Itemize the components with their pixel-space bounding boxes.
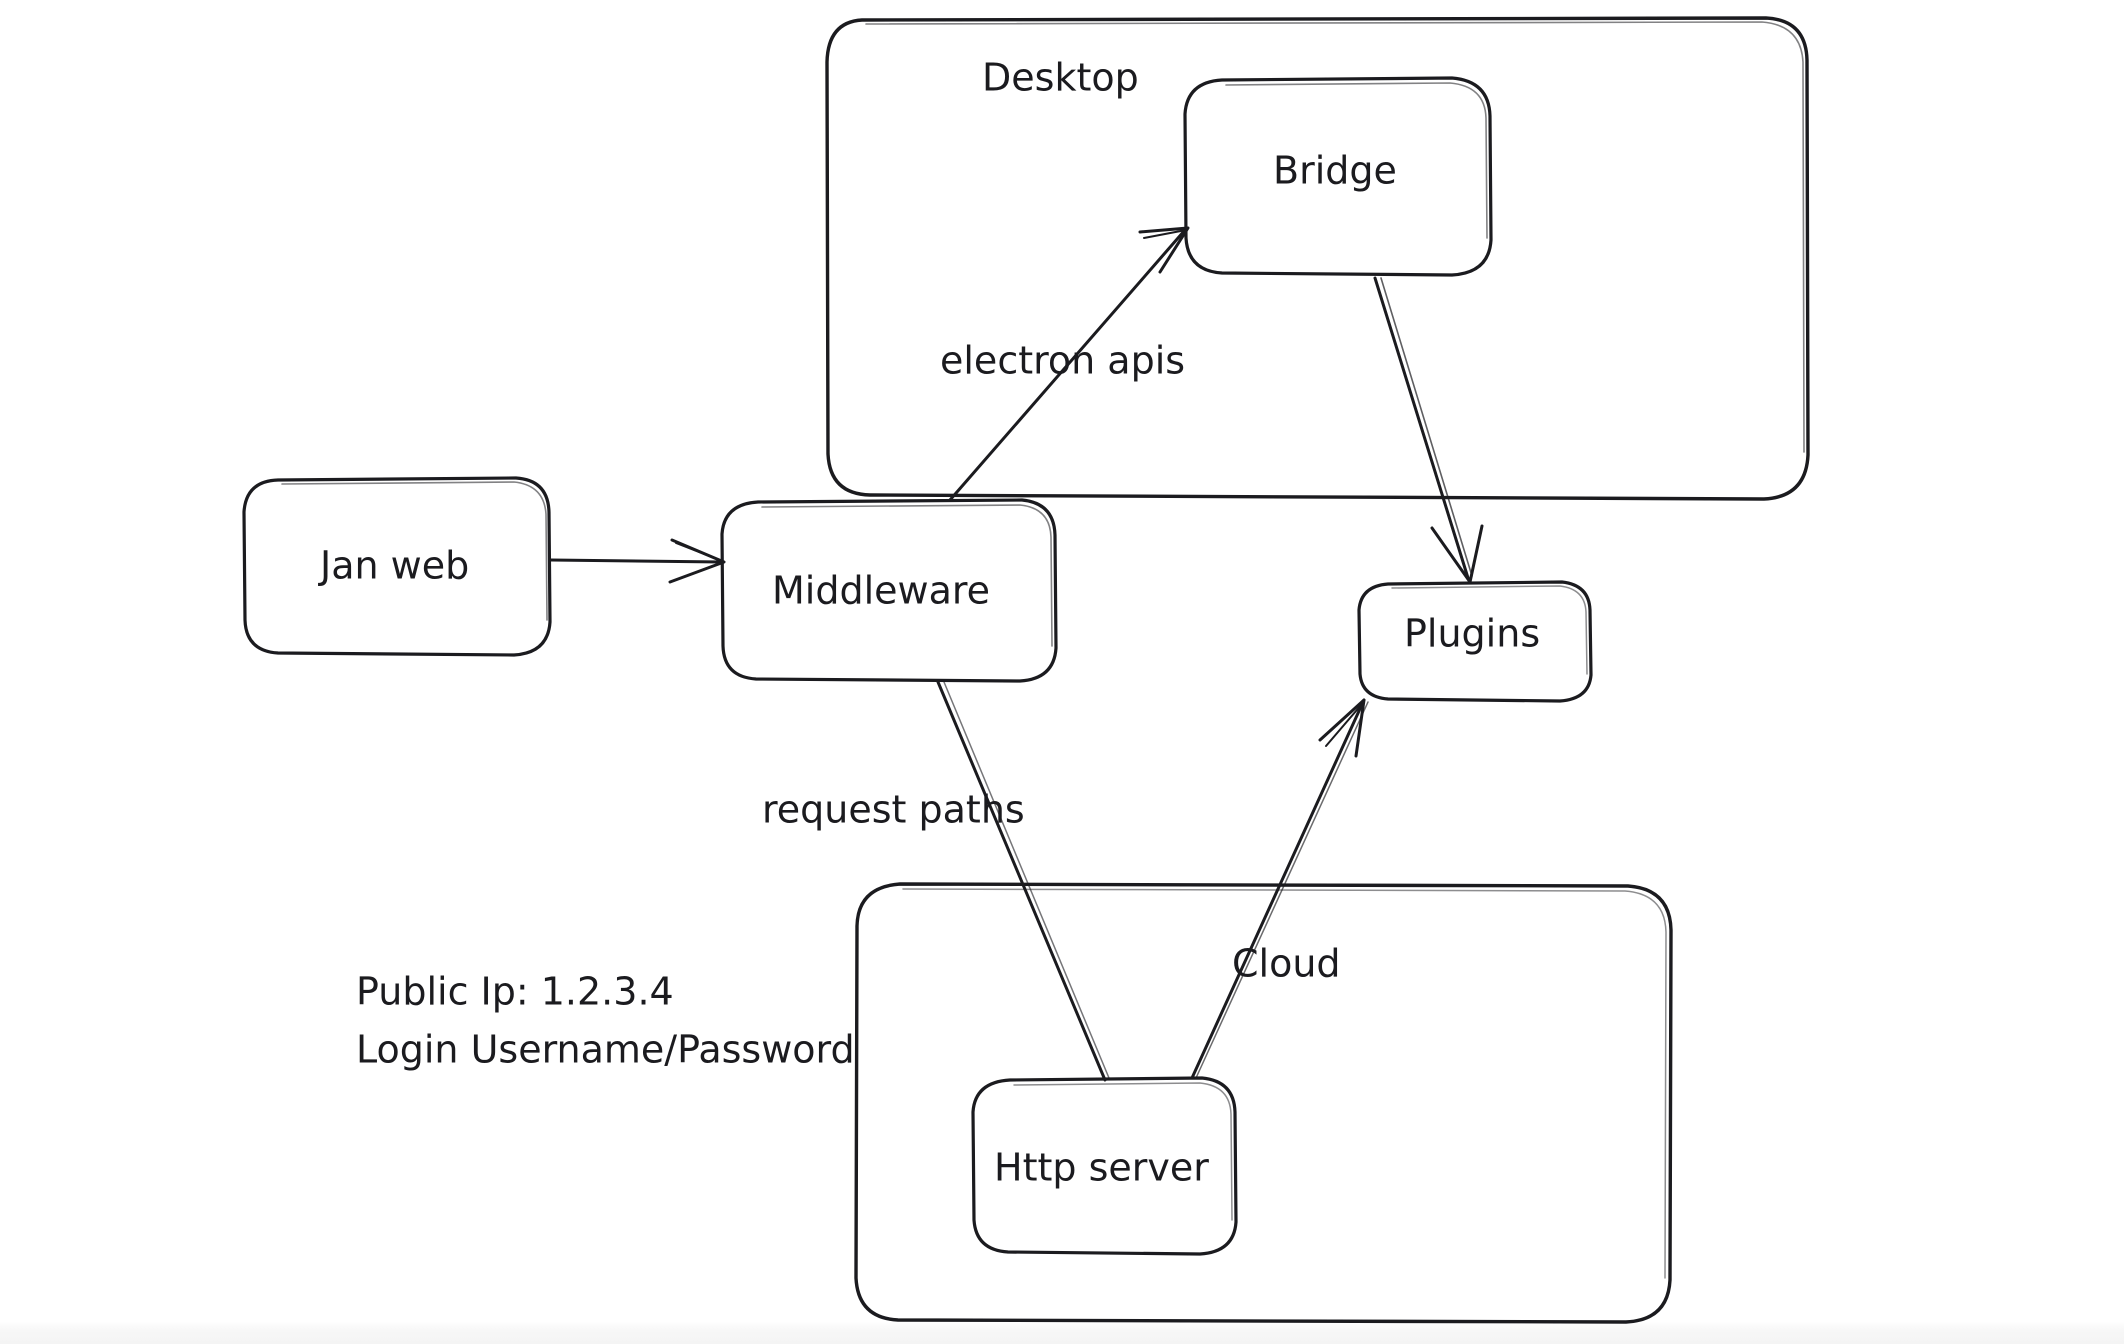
edge-httpserver-plugins-arrowhead	[1318, 698, 1366, 758]
node-plugins-label: Plugins	[1404, 612, 1540, 656]
edge-httpserver-plugins-arrowhead-sketch	[1325, 703, 1363, 747]
edge-bridge-plugins-arrowhead	[1430, 524, 1484, 584]
node-http-server-label: Http server	[994, 1146, 1209, 1190]
edge-httpserver-plugins-line-sketch	[1195, 701, 1369, 1079]
node-jan-web-hit[interactable]	[244, 478, 550, 656]
note-line-public-ip: Public Ip: 1.2.3.4	[356, 970, 674, 1014]
group-desktop-outline	[825, 16, 1810, 501]
node-middleware-hit[interactable]	[722, 500, 1056, 682]
edge-bridge-plugins-line	[1373, 276, 1470, 580]
node-middleware[interactable]: Middleware	[720, 498, 1058, 683]
node-jan-web-outline	[242, 476, 552, 657]
group-desktop[interactable]: Desktop	[825, 16, 1810, 501]
edge-httpserver-plugins-line	[1190, 698, 1366, 1080]
node-jan-web-outline-sketch	[281, 481, 548, 621]
edge-middleware-bridge-arrowhead-sketch	[1143, 229, 1187, 239]
node-bridge-outline	[1183, 76, 1493, 277]
node-bridge-hit[interactable]	[1185, 78, 1491, 276]
node-http-server-outline-sketch	[1013, 1082, 1233, 1221]
edge-label-request-paths: request paths	[762, 788, 1025, 832]
note-line-login: Login Username/Password	[356, 1028, 855, 1072]
node-middleware-outline-sketch	[761, 504, 1053, 647]
node-jan-web-label: Jan web	[318, 544, 469, 588]
edge-middleware-httpserver-line	[936, 680, 1107, 1082]
node-bridge[interactable]: Bridge	[1183, 76, 1493, 277]
node-middleware-label: Middleware	[772, 569, 990, 613]
group-desktop-outline-sketch	[865, 21, 1805, 453]
edge-middleware-bridge-line	[948, 228, 1187, 502]
note-public-ip[interactable]: Public Ip: 1.2.3.4 Login Username/Passwo…	[356, 970, 855, 1072]
node-http-server-outline	[971, 1076, 1238, 1256]
node-jan-web[interactable]: Jan web	[242, 476, 552, 657]
group-cloud-outline-sketch	[902, 888, 1667, 1279]
edge-middleware-httpserver-line-sketch	[943, 681, 1110, 1079]
node-bridge-label: Bridge	[1273, 149, 1397, 193]
edge-middleware-httpserver[interactable]: request paths	[762, 680, 1110, 1082]
edge-httpserver-plugins[interactable]: Cloud	[1190, 698, 1369, 1080]
group-cloud-outline	[854, 882, 1673, 1324]
edge-label-electron-apis: electron apis	[940, 339, 1185, 383]
edge-janweb-middleware-line	[549, 558, 724, 564]
edge-middleware-bridge[interactable]: electron apis	[940, 226, 1190, 502]
edge-janweb-middleware-arrowhead-sketch	[675, 542, 723, 562]
node-plugins-hit[interactable]	[1359, 582, 1591, 702]
edge-bridge-plugins-line-sketch	[1380, 277, 1473, 577]
group-cloud[interactable]	[854, 882, 1673, 1324]
node-plugins[interactable]: Plugins	[1357, 580, 1593, 703]
node-bridge-outline-sketch	[1225, 82, 1488, 239]
node-middleware-outline	[720, 498, 1058, 683]
node-plugins-outline-sketch	[1391, 585, 1588, 675]
edge-janweb-middleware[interactable]	[549, 538, 726, 584]
edge-label-cloud: Cloud	[1232, 942, 1341, 986]
node-http-server[interactable]: Http server	[971, 1076, 1238, 1256]
node-http-server-hit[interactable]	[973, 1078, 1236, 1256]
group-desktop-label: Desktop	[982, 56, 1139, 100]
edge-middleware-bridge-arrowhead	[1138, 226, 1190, 274]
node-plugins-outline	[1357, 580, 1593, 703]
